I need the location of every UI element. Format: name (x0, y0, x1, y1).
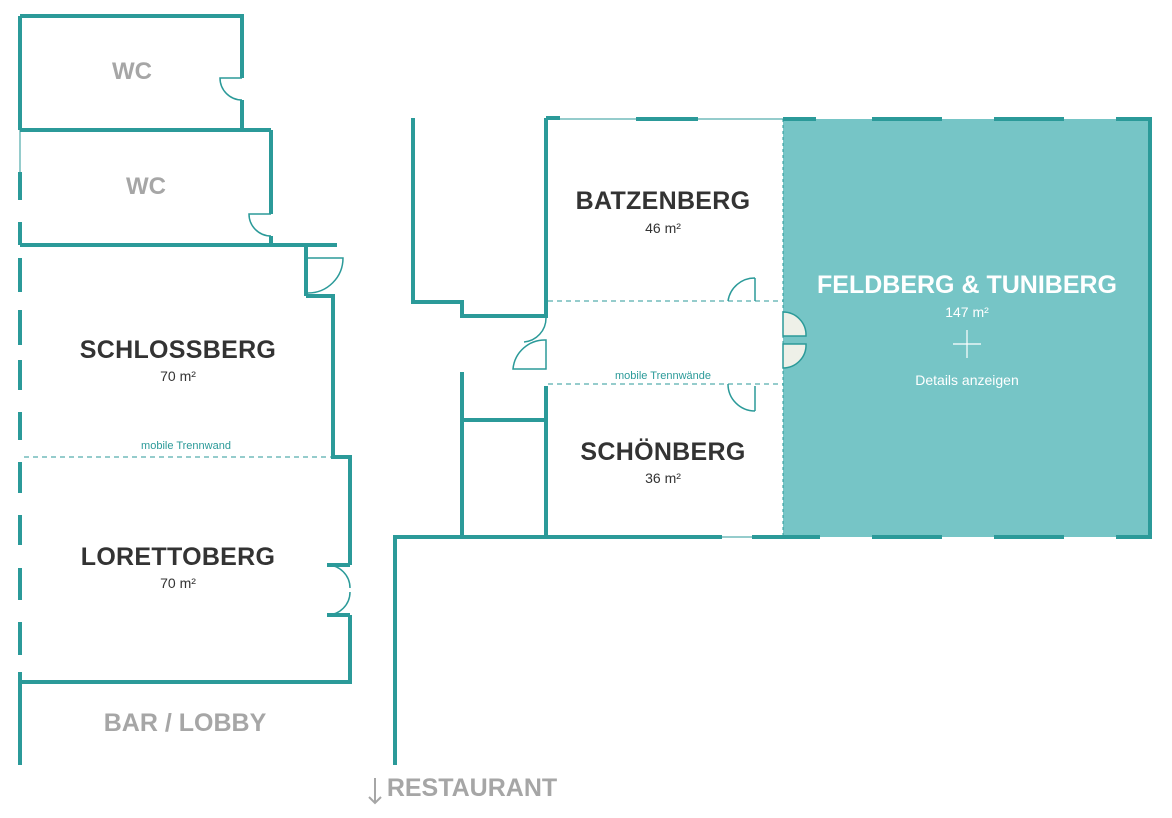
plus-icon[interactable] (953, 330, 981, 358)
batzenberg-name[interactable]: BATZENBERG (575, 187, 751, 215)
arrow-down-icon (368, 778, 382, 805)
door-swings (219, 77, 756, 616)
walls (18, 14, 1152, 765)
details-link[interactable]: Details anzeigen (915, 372, 1019, 388)
feldberg-tuniberg-area[interactable] (783, 119, 1150, 537)
double-door (782, 311, 807, 369)
feldberg-tuniberg-area-value: 147 m² (945, 304, 989, 320)
schlossberg-name[interactable]: SCHLOSSBERG (79, 336, 277, 364)
partition-label-left: mobile Trennwand (141, 440, 231, 452)
lorettoberg-name[interactable]: LORETTOBERG (80, 543, 276, 571)
partition-label-middle: mobile Trennwände (614, 370, 712, 382)
thin-walls (19, 118, 784, 538)
wc-top-label: WC (112, 58, 152, 85)
lorettoberg-area: 70 m² (160, 575, 196, 591)
bar-lobby-label: BAR / LOBBY (103, 709, 267, 737)
batzenberg-area: 46 m² (645, 220, 681, 236)
schoenberg-area: 36 m² (645, 470, 681, 486)
schlossberg-area: 70 m² (160, 368, 196, 384)
wc-bottom-label: WC (126, 173, 166, 200)
restaurant-label: RESTAURANT (386, 774, 558, 802)
schoenberg-name[interactable]: SCHÖNBERG (580, 438, 746, 466)
feldberg-tuniberg-name[interactable]: FELDBERG & TUNIBERG (817, 271, 1117, 299)
partition-lines (24, 300, 783, 458)
